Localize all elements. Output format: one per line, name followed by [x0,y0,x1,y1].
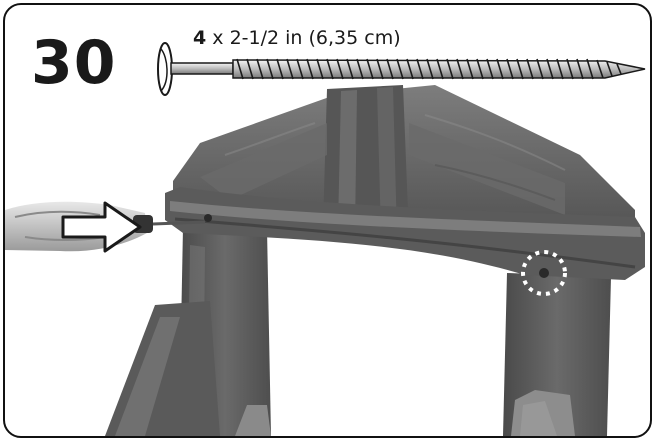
hardware-quantity: 4 [193,27,207,49]
screw-hole-right [539,268,549,278]
dotted-circle-marker [521,250,567,296]
instruction-panel: 30 4 x 2-1/2 in (6,35 cm) [3,3,652,438]
hardware-caption: 4 x 2-1/2 in (6,35 cm) [193,27,401,49]
assembly-illustration [5,42,646,436]
arch-beam [165,187,645,280]
left-post [105,227,271,436]
hardware-description: x 2-1/2 in (6,35 cm) [212,27,401,49]
right-post [503,273,611,436]
step-number: 30 [31,28,117,98]
screw-icon [157,42,646,96]
screw-hole-left [204,214,212,222]
arrow-icon [61,201,142,253]
